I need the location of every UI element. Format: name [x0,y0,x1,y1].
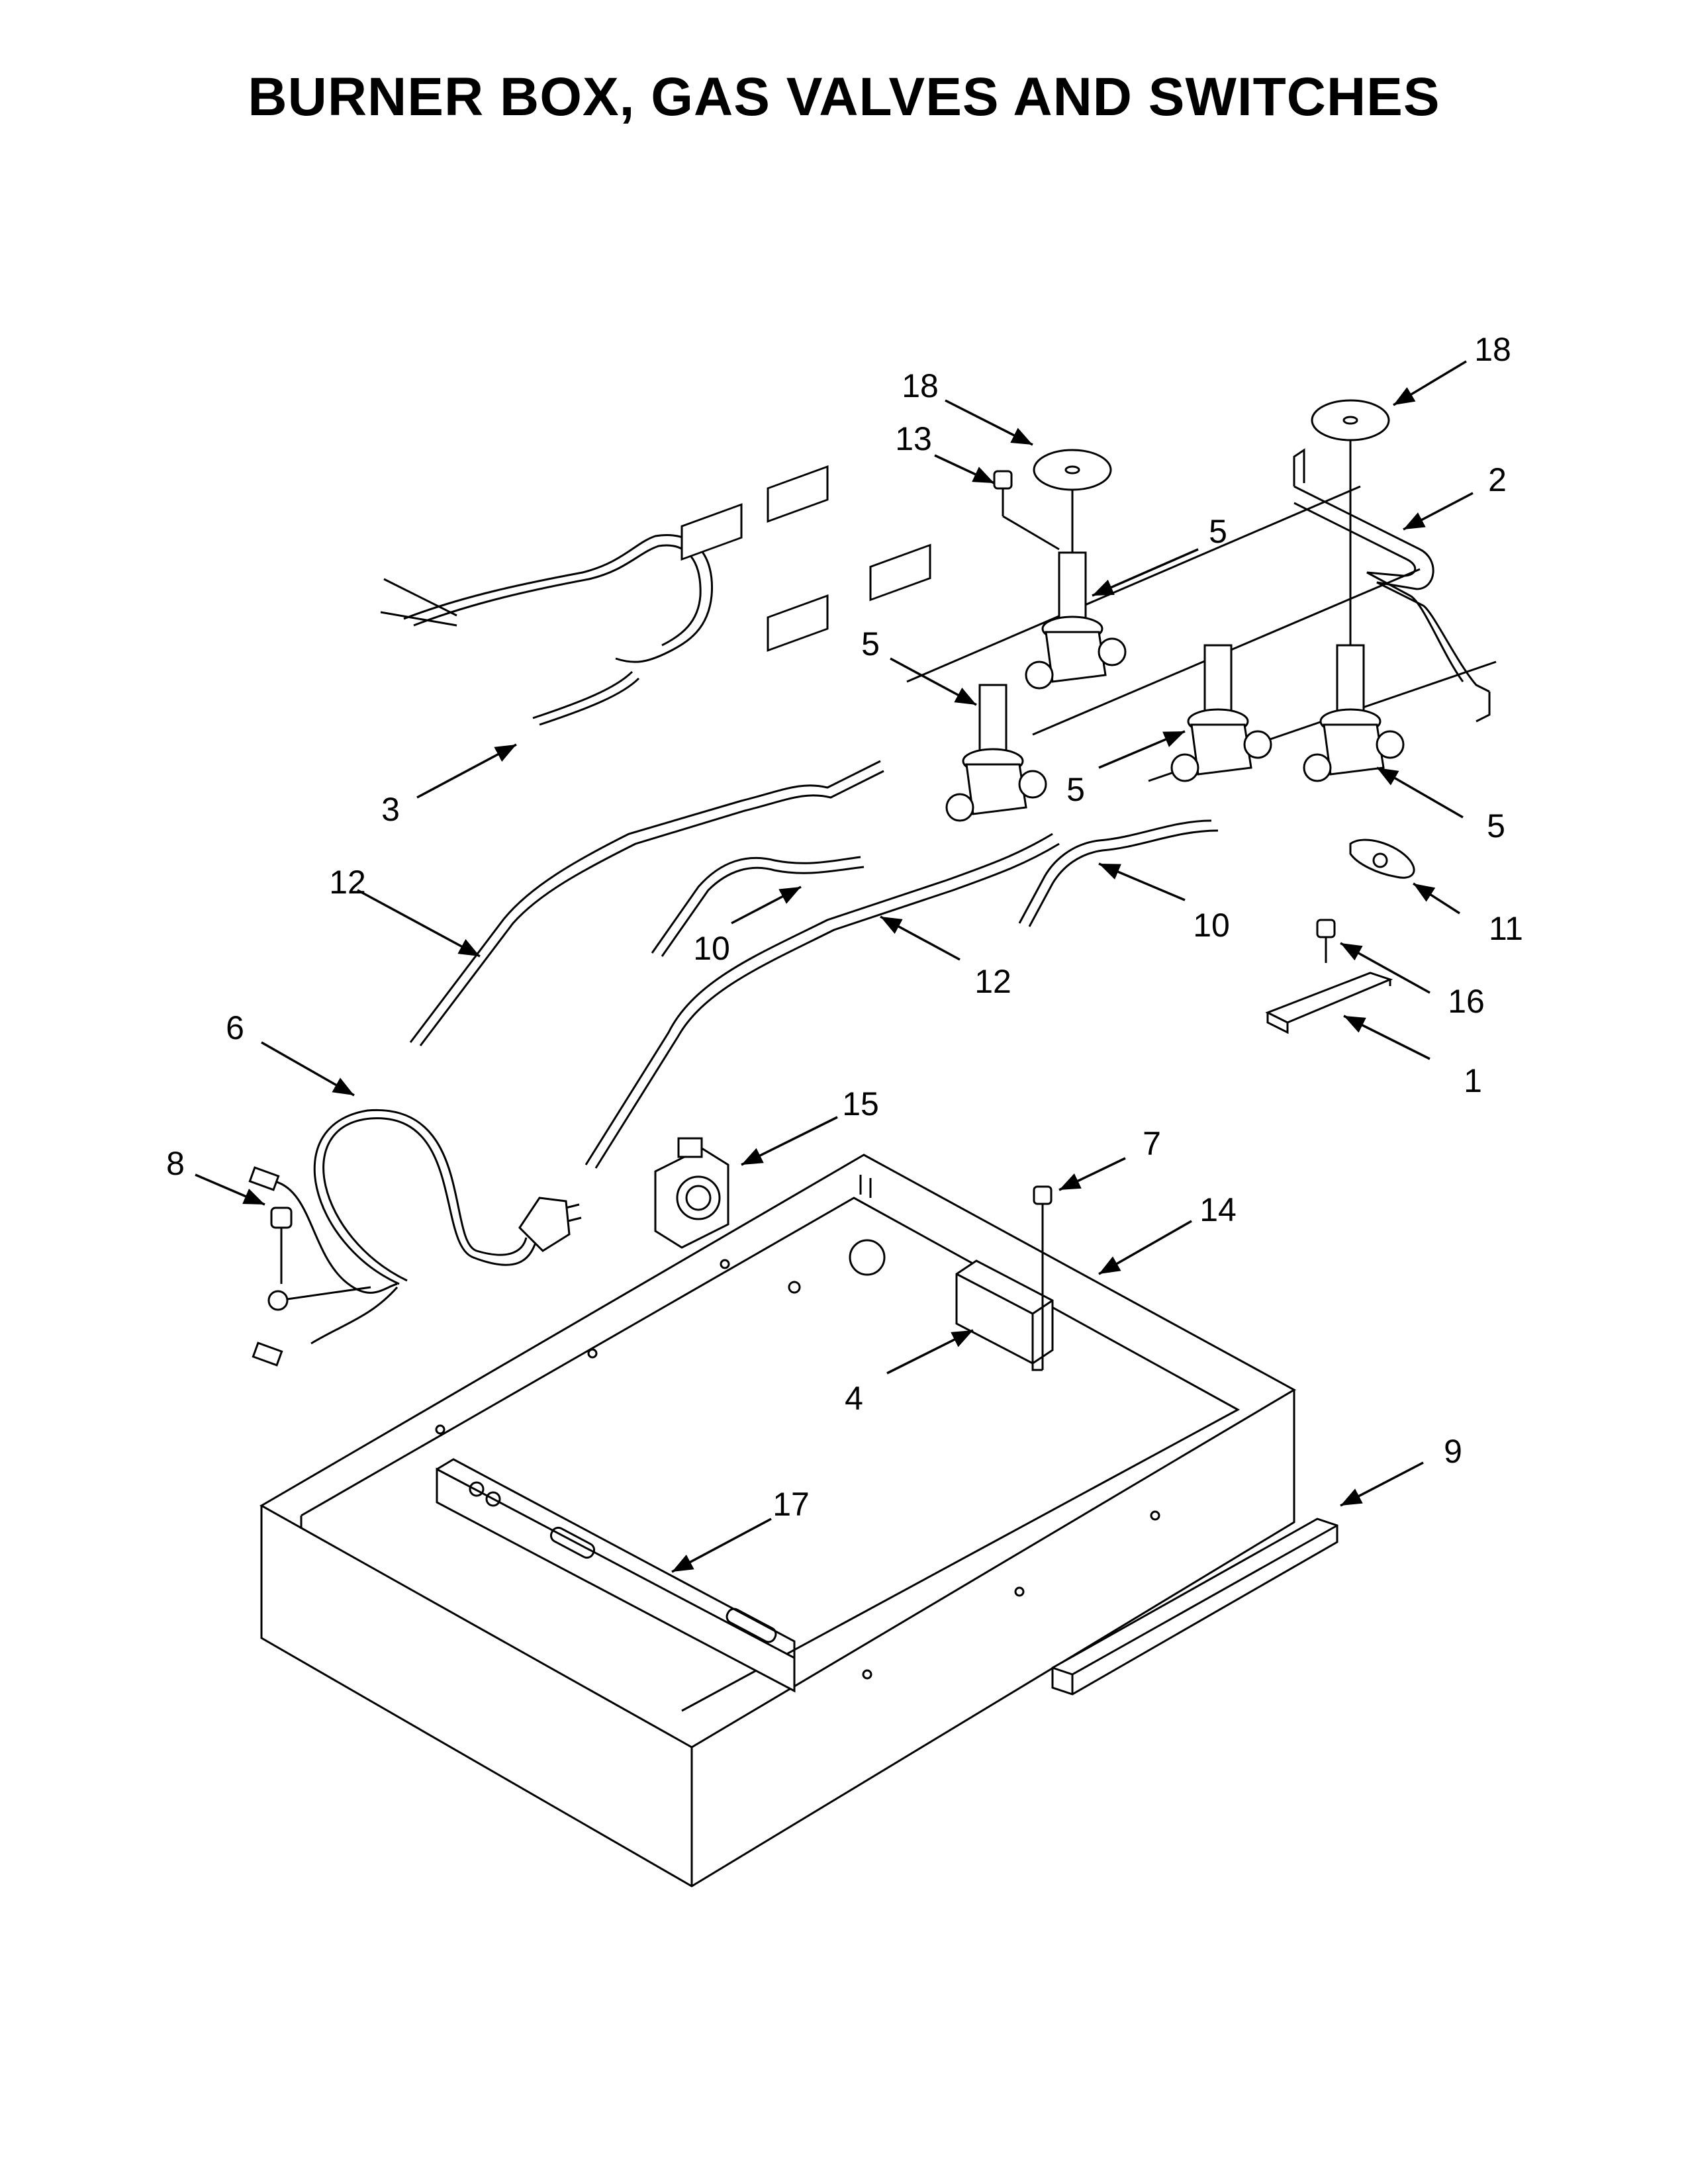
callout-10-left: 10 [693,930,730,967]
tube-10-left [651,856,865,957]
callout-4: 4 [845,1380,863,1417]
tube-12-lower [585,833,1060,1169]
callout-5-right: 5 [1487,807,1505,844]
bracket-part-1 [1265,972,1393,1034]
callout-10-right: 10 [1193,907,1230,944]
callout-13: 13 [895,420,932,457]
tube-10-right [1018,819,1219,927]
trim-strip-part-9 [1051,1518,1338,1696]
valve-far-right [1303,644,1405,782]
callout-6: 6 [226,1009,244,1046]
valve-left [945,684,1047,822]
screw-part-7 [1033,1185,1053,1370]
harness-part-3 [380,465,931,726]
page-title: BURNER BOX, GAS VALVES AND SWITCHES [248,67,1440,127]
cap-right [1311,399,1390,645]
bracket-part-17 [436,1458,796,1693]
callout-5-left: 5 [861,625,880,662]
callout-15: 15 [842,1085,879,1122]
callout-17: 17 [773,1486,810,1523]
callout-8: 8 [166,1145,185,1182]
power-cord-part-6 [313,1109,582,1285]
screw-part-16 [1316,919,1336,963]
cap-left [1033,449,1112,553]
ground-wire-part-8 [248,1166,399,1367]
callout-9: 9 [1444,1433,1462,1470]
regulator-part-15 [654,1137,729,1249]
switch-block-part-4 [955,1259,1054,1371]
callout-5-top: 5 [1209,513,1227,550]
callout-2: 2 [1488,461,1507,498]
callout-18-left: 18 [902,367,939,404]
callout-7: 7 [1143,1125,1161,1162]
callout-18-right: 18 [1474,331,1511,368]
callout-11: 11 [1489,910,1523,947]
callout-14: 14 [1199,1191,1237,1228]
valve-center-right [1170,644,1272,782]
leader-lines [195,360,1474,1573]
valve-top [1025,551,1127,690]
callout-12-center: 12 [974,963,1011,1000]
callout-1: 1 [1464,1062,1482,1099]
callout-3: 3 [381,791,400,828]
screw-part-13 [993,470,1060,551]
gasket-part-11 [1349,839,1415,879]
callout-16: 16 [1448,983,1485,1020]
tube-12-upper [409,760,884,1046]
callout-5-center: 5 [1066,771,1085,808]
callout-12-left: 12 [329,864,366,901]
callout-labels: 18 18 13 2 5 5 5 5 11 3 12 10 10 12 16 1… [166,331,1523,1523]
